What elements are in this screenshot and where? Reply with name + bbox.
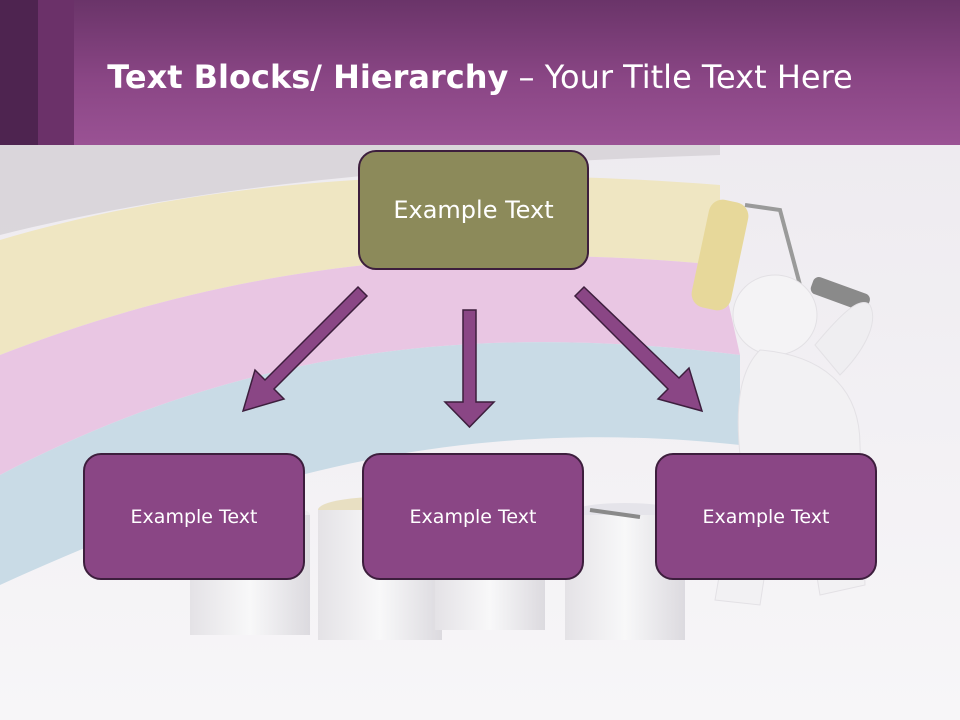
root-box-label: Example Text xyxy=(393,196,554,224)
slide-title: Text Blocks/ Hierarchy – Your Title Text… xyxy=(0,52,960,102)
slide-title-bold: Text Blocks/ Hierarchy xyxy=(107,58,509,96)
hierarchy-child-box-3: Example Text xyxy=(655,453,877,580)
header-accent-medium xyxy=(38,0,74,145)
header-band: Text Blocks/ Hierarchy – Your Title Text… xyxy=(0,0,960,145)
child-box-1-label: Example Text xyxy=(130,505,258,528)
slide-title-rest: – Your Title Text Here xyxy=(508,58,853,96)
hierarchy-child-box-2: Example Text xyxy=(362,453,584,580)
hierarchy-child-box-1: Example Text xyxy=(83,453,305,580)
header-accent-dark xyxy=(0,0,38,145)
child-box-3-label: Example Text xyxy=(702,505,830,528)
hierarchy-root-box: Example Text xyxy=(358,150,589,270)
child-box-2-label: Example Text xyxy=(409,505,537,528)
